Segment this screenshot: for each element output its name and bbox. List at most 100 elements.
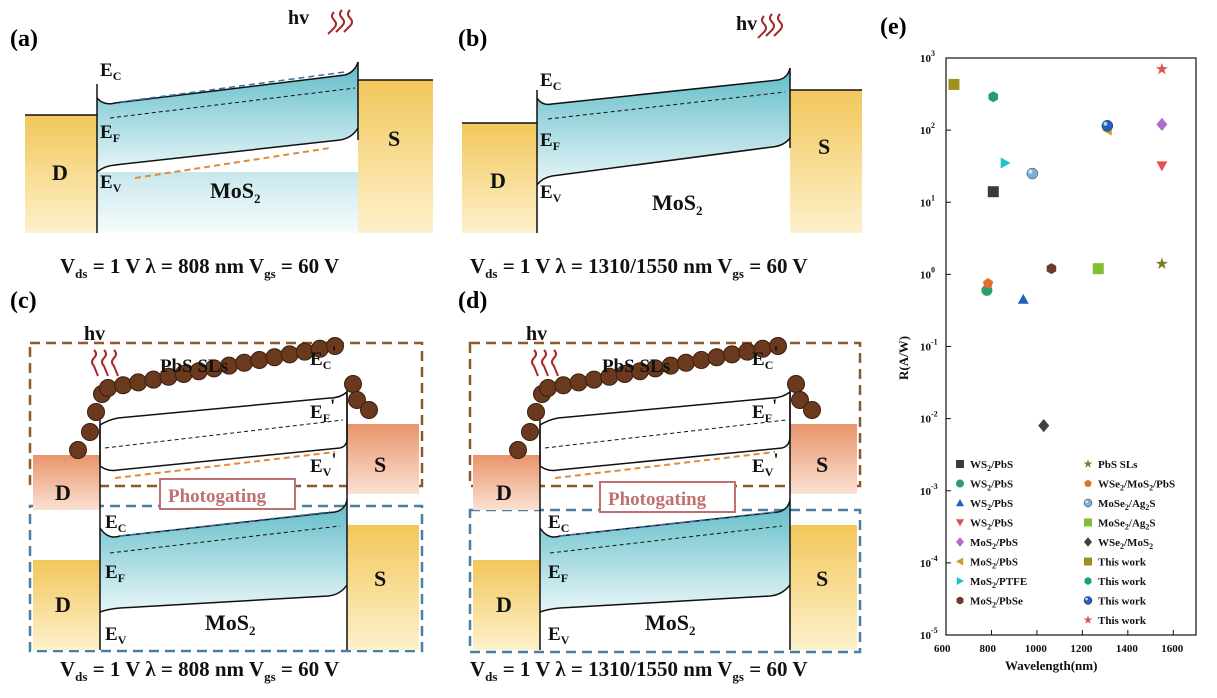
x-tick-label: 600 [934, 643, 951, 655]
legend-entry: MoSe2/Ag2S [1098, 518, 1156, 532]
ef-label: EF [100, 122, 120, 145]
legend-entry: WS2/PbS [970, 518, 1013, 532]
legend-marker [1084, 518, 1092, 527]
data-point [988, 91, 999, 103]
pbs-dot [791, 391, 809, 409]
data-point [1092, 263, 1104, 275]
legend-entry: MoSe2/Ag2S [1098, 498, 1156, 512]
legend-entry: MoS2/PTFE [970, 576, 1027, 590]
pbs-dot [677, 353, 695, 372]
legend-entry: WSe2/MoS2 [1098, 537, 1153, 551]
legend-marker [956, 557, 964, 566]
legend-entry: PbS SLs [1098, 459, 1138, 471]
photogating-label: Photogating [168, 486, 267, 507]
source-electrode [347, 525, 419, 650]
light-arrows-icon [91, 349, 119, 377]
pbs-dot [69, 441, 87, 459]
data-point [1101, 119, 1114, 132]
y-tick-label: 102 [920, 121, 935, 137]
x-tick-label: 1600 [1161, 643, 1184, 655]
pbs-layer-label: PbS SLs [602, 356, 670, 377]
pbs-dot [250, 351, 269, 369]
panel-c: (c) D D S S PbS SLs EC' EF' EV' Photogat… [10, 288, 424, 684]
drain-electrode [33, 560, 100, 650]
legend-entry: MoS2/PbS [970, 537, 1018, 551]
panel-c-label: (c) [10, 288, 37, 314]
pbs-dot [539, 379, 557, 397]
holes [134, 147, 331, 179]
pbs-dot [585, 370, 603, 389]
ec-label: EC [548, 512, 569, 535]
drain-label: D [52, 160, 68, 185]
drain-label: D [496, 480, 512, 505]
pbs-dot [265, 348, 284, 367]
ev-label: EV [540, 182, 562, 205]
panel-e-label: (e) [880, 14, 907, 40]
legend-marker [1083, 596, 1093, 605]
photogating-box [599, 481, 736, 513]
legend-marker [1083, 615, 1093, 624]
legend-entry: WS2/PbS [970, 479, 1013, 493]
drain-electrode [25, 115, 97, 233]
pbs-dot [344, 375, 362, 393]
legend: WS2/PbSWS2/PbSWS2/PbSWS2/PbSMoS2/PbSMoS2… [956, 459, 1175, 627]
legend-marker [956, 460, 964, 468]
legend-entry: WS2/PbS [970, 459, 1013, 473]
data-point [1038, 419, 1050, 433]
light-arrows-icon [531, 349, 559, 377]
material-label: MoS2 [205, 610, 256, 638]
hv-label: hv [84, 323, 105, 345]
ev-label: EV [100, 172, 122, 195]
data-point [1155, 257, 1168, 269]
drain-label: D [55, 480, 71, 505]
panel-b: (b) D S EC EF EV MoS2 hv Vds = 1 V λ = 1… [458, 13, 862, 281]
legend-entry: This work [1098, 596, 1147, 608]
panel-d: (d) D D S S PbS SLs EC' EF' EV' Photogat… [458, 288, 862, 684]
condition-caption: Vds = 1 V λ = 808 nm Vgs = 60 V [60, 657, 339, 684]
legend-marker [956, 537, 964, 547]
panel-b-label: (b) [458, 26, 487, 52]
material-label: MoS2 [645, 610, 696, 638]
material-label: MoS2 [210, 178, 261, 206]
ec-prime-label: EC' [752, 343, 779, 372]
pbs-dot [280, 345, 299, 364]
condition-caption: Vds = 1 V λ = 808 nm Vgs = 60 V [60, 254, 339, 281]
y-tick-label: 10-2 [920, 410, 938, 426]
x-axis-title: Wavelength(nm) [1005, 658, 1097, 673]
pbs-dot [348, 391, 366, 409]
light-arrows-icon [327, 9, 353, 35]
ec-prime-label: EC' [310, 343, 337, 372]
light-arrows-icon [757, 13, 783, 39]
legend-marker [1083, 459, 1093, 468]
pbs-dot [803, 401, 821, 419]
electrons [119, 71, 346, 103]
y-tick-label: 10-5 [920, 626, 938, 642]
conduction-band-region [537, 68, 790, 185]
drain-label-lower: D [496, 592, 512, 617]
panel-a-label: (a) [10, 26, 38, 52]
data-point [987, 186, 999, 198]
ef-label: EF [548, 562, 568, 585]
ev-prime-label: EV' [752, 450, 779, 479]
y-axis-title: R(A/W) [896, 336, 911, 380]
source-electrode [358, 80, 433, 233]
y-tick-label: 100 [920, 265, 935, 281]
drain-label-lower: D [55, 592, 71, 617]
data-point [982, 277, 994, 288]
pbs-dot [129, 373, 148, 392]
x-tick-label: 1400 [1116, 643, 1139, 655]
pbs-nanocrystal-dots [509, 337, 821, 459]
ev-label: EV [105, 624, 127, 647]
drain-electrode [473, 560, 540, 650]
data-point [1000, 157, 1011, 169]
pbs-dot [569, 373, 588, 392]
condition-caption: Vds = 1 V λ = 1310/1550 nm Vgs = 60 V [470, 254, 808, 281]
pbs-dot [521, 423, 539, 441]
y-tick-label: 10-4 [920, 554, 938, 570]
pbs-layer-label: PbS SLs [160, 356, 228, 377]
x-tick-label: 800 [979, 643, 996, 655]
source-label-lower: S [816, 566, 828, 591]
